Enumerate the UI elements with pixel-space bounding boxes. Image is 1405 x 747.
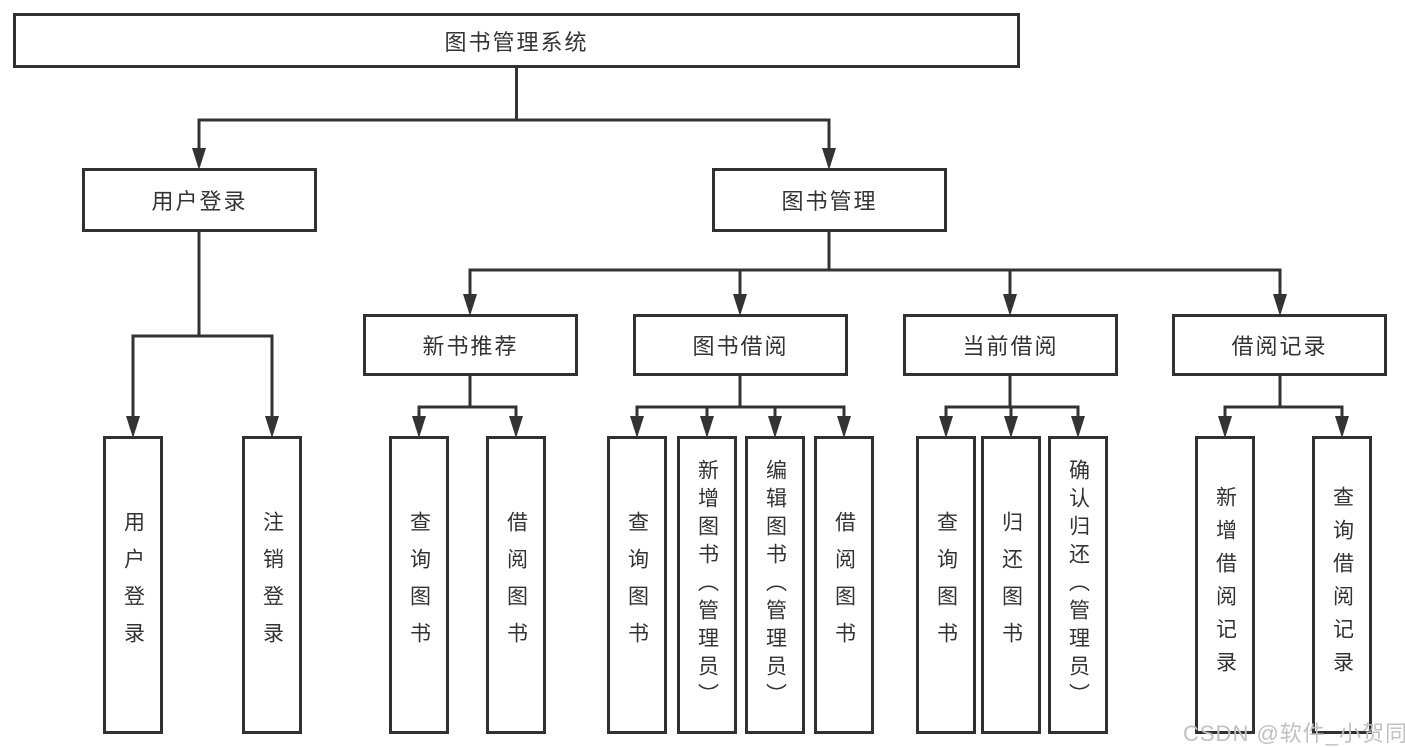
leaf-logout: 注销登录 — [242, 436, 302, 734]
arrowhead — [1218, 416, 1232, 438]
node-new-book-recommend: 新书推荐 — [363, 314, 578, 376]
connector-book-management-to-level3 — [468, 232, 1282, 296]
arrowhead — [700, 416, 714, 438]
leaf-query-books-recommend: 查询图书 — [389, 436, 449, 734]
leaf-user-login: 用户登录 — [103, 436, 163, 734]
leaf-add-book-admin: 新增图书（管理员） — [677, 436, 737, 734]
connector-user-login-to-leaves — [131, 232, 274, 418]
leaf-add-book-admin-label: 新增图书（管理员） — [695, 459, 719, 711]
leaf-query-books-borrowing: 查询图书 — [607, 436, 667, 734]
leaf-query-borrow-record-label: 查询借阅记录 — [1330, 486, 1354, 684]
arrowhead — [939, 416, 953, 438]
arrowhead — [1004, 416, 1018, 438]
connector-root-to-level2 — [197, 68, 831, 150]
node-book-management: 图书管理 — [712, 168, 947, 232]
leaf-add-borrow-record-label: 新增借阅记录 — [1213, 486, 1237, 684]
arrowhead — [412, 416, 426, 438]
arrowhead — [1003, 294, 1017, 316]
csdn-watermark: CSDN @软件_小贺同学 — [1183, 721, 1405, 746]
leaf-logout-label: 注销登录 — [260, 511, 284, 659]
leaf-query-books-recommend-label: 查询图书 — [407, 511, 431, 659]
node-current-borrowing: 当前借阅 — [903, 314, 1118, 376]
arrowhead — [733, 294, 747, 316]
arrowhead — [192, 148, 206, 170]
leaf-borrow-books-label: 借阅图书 — [832, 511, 856, 659]
arrowhead — [1335, 416, 1349, 438]
arrowhead — [463, 294, 477, 316]
node-library-management-system: 图书管理系统 — [13, 13, 1020, 68]
leaf-edit-book-admin: 编辑图书（管理员） — [745, 436, 805, 734]
node-borrowing-records: 借阅记录 — [1172, 314, 1387, 376]
leaf-query-books-current: 查询图书 — [916, 436, 976, 734]
arrowhead — [630, 416, 644, 438]
arrowhead — [509, 416, 523, 438]
leaf-edit-book-admin-label: 编辑图书（管理员） — [763, 459, 787, 711]
connector-borrowing-records-to-leaves — [1223, 376, 1344, 418]
arrowhead — [1071, 416, 1085, 438]
leaf-return-books: 归还图书 — [981, 436, 1041, 734]
arrowhead — [822, 148, 836, 170]
node-book-borrowing: 图书借阅 — [633, 314, 848, 376]
leaf-return-books-label: 归还图书 — [999, 511, 1023, 659]
connector-current-borrowing-to-leaves — [944, 376, 1080, 418]
arrowhead — [837, 416, 851, 438]
arrowhead — [265, 416, 279, 438]
connector-book-borrowing-to-leaves — [635, 376, 846, 418]
leaf-confirm-return-admin: 确认归还（管理员） — [1048, 436, 1108, 734]
leaf-borrow-books: 借阅图书 — [814, 436, 874, 734]
leaf-add-borrow-record: 新增借阅记录 — [1195, 436, 1255, 734]
leaf-confirm-return-admin-label: 确认归还（管理员） — [1066, 459, 1090, 711]
leaf-query-books-borrowing-label: 查询图书 — [625, 511, 649, 659]
leaf-user-login-label: 用户登录 — [121, 511, 145, 659]
arrowhead — [768, 416, 782, 438]
leaf-borrow-books-recommend: 借阅图书 — [486, 436, 546, 734]
leaf-query-books-current-label: 查询图书 — [934, 511, 958, 659]
connector-new-book-recommend-to-leaves — [417, 376, 518, 418]
arrowhead — [126, 416, 140, 438]
leaf-query-borrow-record: 查询借阅记录 — [1312, 436, 1372, 734]
arrowhead — [1273, 294, 1287, 316]
node-user-login: 用户登录 — [82, 168, 317, 232]
leaf-borrow-books-recommend-label: 借阅图书 — [504, 511, 528, 659]
